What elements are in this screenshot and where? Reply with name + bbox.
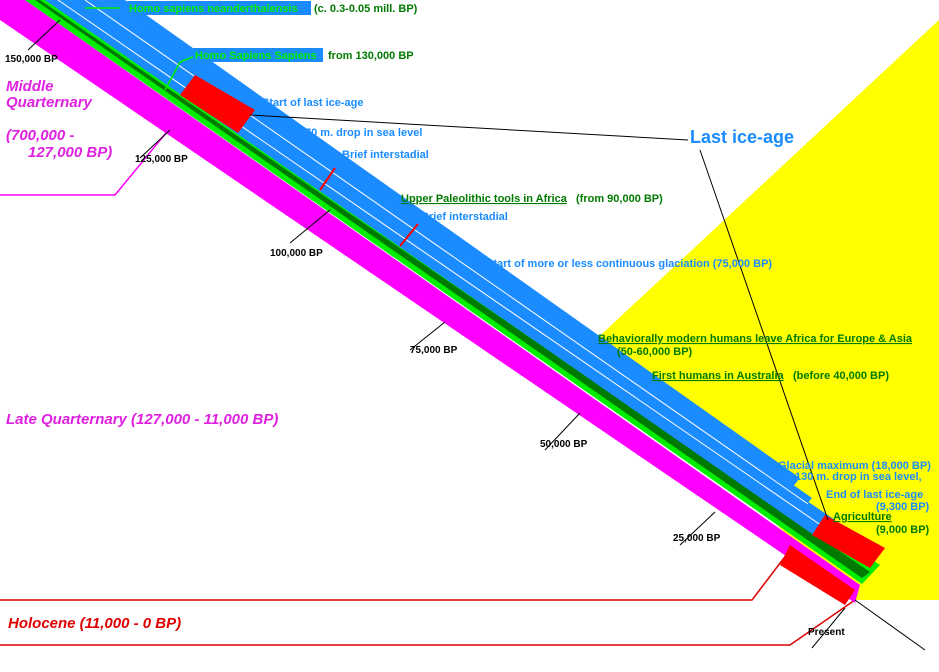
sapiens-date: from 130,000 BP: [328, 50, 414, 62]
holocene-bracket: [0, 599, 856, 646]
sea-drop-130: 130 m. drop in sea level,: [795, 471, 922, 483]
band-dark-green: [35, 0, 870, 578]
brief-interstadial-1: Brief interstadial: [342, 149, 429, 161]
timeline-band: [0, 0, 885, 605]
band-blue-2: [70, 0, 812, 512]
late-quarternary-bracket: [0, 549, 791, 601]
red-block-holocene: [780, 545, 855, 605]
band-blue-1: [45, 0, 835, 538]
band-magenta: [0, 0, 860, 603]
interstadial-mark-1: [319, 167, 336, 191]
agriculture-date: (9,000 BP): [876, 524, 930, 536]
holocene-label: Holocene (11,000 - 0 BP): [8, 615, 181, 632]
middle-quarternary-line2: Quarternary: [6, 94, 93, 111]
upper-paleolithic-date: (from 90,000 BP): [576, 193, 663, 205]
last-ice-age-label: Last ice-age: [690, 127, 794, 147]
leave-africa-date: (50-60,000 BP): [617, 346, 693, 358]
agriculture: Agriculture: [833, 511, 892, 523]
middle-quarternary-line1: Middle: [6, 78, 54, 95]
leave-africa: Behaviorally modern humans leave Africa …: [598, 333, 913, 345]
sapiens-label-box: [193, 48, 323, 62]
tick-marks: [27, 19, 846, 649]
sapiens-label: Homo Sapiens Sapiens: [195, 50, 317, 62]
red-block-end-ice-age: [812, 515, 885, 568]
tick-present: [811, 607, 846, 649]
neanderthal-label-box: [127, 1, 311, 15]
start-last-ice-age: Start of last ice-age: [262, 97, 363, 109]
tick-150k: [27, 19, 61, 51]
tick-label-100k: 100,000 BP: [270, 248, 323, 259]
tick-50k: [544, 412, 581, 451]
neanderthal-label: Homo sapiens neanderthalensis: [129, 3, 298, 15]
leader-start-ice-age: [249, 114, 689, 141]
continuous-glaciation: Start of more or less continuous glaciat…: [486, 258, 772, 270]
middle-quarternary-bracket: [0, 121, 176, 196]
tick-label-150k: 150,000 BP: [5, 54, 58, 65]
neanderthal-date: (c. 0.3-0.05 mill. BP): [314, 3, 418, 15]
brief-interstadial-2: Brief interstadial: [421, 211, 508, 223]
end-last-ice-age: End of last ice-age: [826, 489, 923, 501]
red-block-start-ice-age: [180, 75, 255, 133]
tick-label-75k: 75,000 BP: [410, 345, 458, 356]
tick-125k: [139, 129, 171, 159]
sapiens-leader: [164, 55, 196, 91]
upper-paleolithic: Upper Paleolithic tools in Africa: [401, 193, 568, 205]
ice-age-leaders: [249, 114, 926, 651]
tick-label-25k: 25,000 BP: [673, 533, 721, 544]
first-australia: First humans in Australia: [652, 370, 785, 382]
tick-label-present: Present: [808, 627, 845, 638]
leader-end-ice-age: [699, 149, 829, 521]
tick-label-125k: 125,000 BP: [135, 154, 188, 165]
leader-present: [854, 599, 926, 651]
tick-100k: [289, 209, 331, 244]
interstadial-mark-2: [399, 223, 419, 247]
glacial-maximum: Glacial maximum (18,000 BP): [778, 460, 931, 472]
ice-age-cone: [590, 20, 939, 600]
late-quarternary-label: Late Quarternary (127,000 - 11,000 BP): [6, 411, 278, 428]
tick-label-50k: 50,000 BP: [540, 439, 588, 450]
middle-quarternary-line3: (700,000 -: [6, 127, 74, 144]
sea-drop-70: 70 m. drop in sea level: [305, 127, 422, 139]
middle-quarternary-line4: 127,000 BP): [28, 144, 112, 161]
band-blue-3: [100, 0, 800, 490]
first-australia-date: (before 40,000 BP): [793, 370, 889, 382]
tick-75k: [409, 321, 446, 351]
tick-25k: [679, 511, 716, 546]
end-last-ice-age-date: (9,300 BP): [876, 501, 930, 513]
